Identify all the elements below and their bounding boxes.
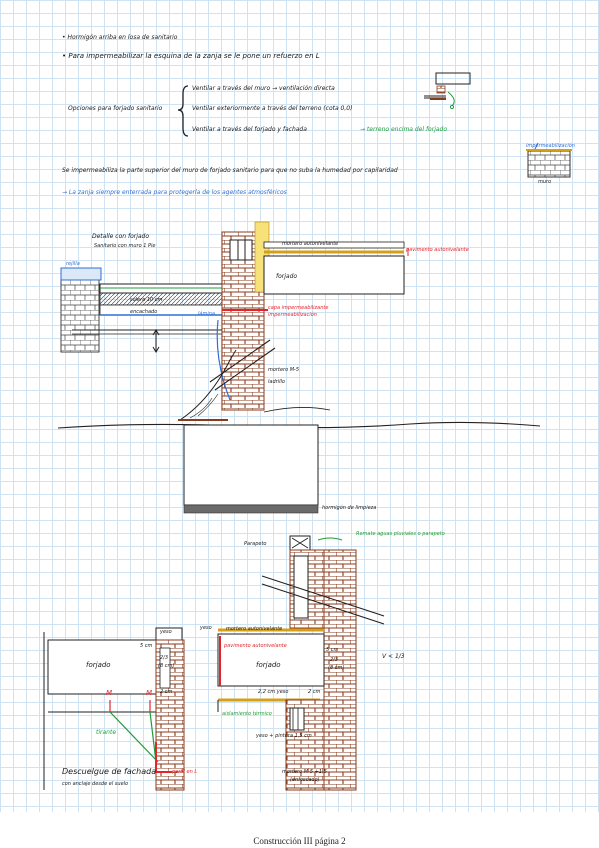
d1-lamina: lámina	[198, 311, 215, 317]
option-3: Ventilar a través del forjado y fachada	[192, 126, 307, 133]
d3-dim-8cm: (8 cm)	[158, 663, 175, 669]
handwritten-drawings	[43, 72, 572, 791]
muro-label: muro	[538, 179, 552, 185]
d2-remate: Remate aguas pluviales o parapeto	[356, 531, 445, 537]
d2-dim-23: 2/3	[330, 657, 339, 663]
d3-dim-5cm: 5 cm	[140, 643, 153, 649]
diagram2-detail	[217, 535, 385, 791]
d3-tirante: tirante	[96, 729, 117, 736]
d3-descuelgue2: con anclaje desde el suelo	[62, 781, 129, 787]
d2-dim-2cm: 2 cm	[308, 689, 321, 695]
d2-pavimento-auto: pavimento autonivelante	[224, 643, 287, 649]
d3-m2: M	[146, 689, 153, 697]
imperm-label: impermeabilización	[526, 143, 575, 149]
d3-yeso: yeso	[160, 629, 172, 635]
option-2: Ventilar exteriormente a través del terr…	[192, 105, 353, 112]
d1-mortero: mortero autonivelante	[282, 241, 339, 247]
d1-title-line2: Sanitario con muro 1 Pie	[94, 243, 156, 249]
d3-dim-2cm: 2 cm	[160, 689, 173, 695]
muro-icon	[526, 142, 572, 178]
d2-enfoscado: (enfoscado)	[290, 777, 320, 783]
options-brace	[177, 85, 189, 137]
small-wall-sketch	[424, 72, 471, 110]
d1-encachado: encachado	[130, 309, 158, 315]
d1-forjado: forjado	[276, 273, 298, 280]
d2-mortero-auto: mortero autonivelante	[226, 626, 283, 632]
d2-forjado: forjado	[256, 661, 281, 669]
d2-aislamiento: aislamiento térmico	[222, 711, 272, 717]
d1-mortero-m5: mortero M-5	[268, 367, 300, 373]
d3-m1: M	[106, 689, 113, 697]
note-line4: → La zanja siempre enterrada para proteg…	[62, 189, 287, 196]
note-line3: Se impermeabiliza la parte superior del …	[62, 167, 398, 174]
options-label: Opciones para forjado sanitario	[68, 105, 163, 112]
d1-rejilla: rejilla	[66, 261, 80, 267]
d3-descuelgue1: Descuelgue de fachada	[62, 767, 157, 776]
d2-dim-5cm: 5 cm	[326, 647, 339, 653]
option-1: Ventilar a través del muro → ventilación…	[192, 85, 335, 92]
d2-mortero-m5: mortero M-5 +1,5	[282, 769, 327, 775]
d2-yeso: yeso	[200, 625, 212, 631]
d2-yeso-pintura: yeso + pintura 1,5 cm	[256, 733, 312, 739]
d1-solera: solera 10 cm	[130, 297, 163, 303]
d1-ladrillo: ladrillo	[268, 379, 285, 385]
d2-v-label: V < 1/3	[382, 653, 405, 660]
note-line1: • Hormigón arriba en losa de sanitario	[62, 34, 178, 41]
diagram3-detail	[43, 627, 185, 791]
d1-hormigon: hormigón de limpieza	[322, 505, 377, 511]
d1-capa2: impermeabilización	[268, 312, 317, 318]
note-line2: • Para impermeabilizar la esquina de la …	[62, 52, 320, 60]
d3-forjado: forjado	[86, 661, 111, 669]
d2-parapeto: Parapeto	[244, 541, 267, 547]
d3-dim-23: 2/3	[160, 655, 169, 661]
d1-pavimento: pavimento autonivelante	[406, 247, 469, 253]
d2-yeso-22: 2,2 cm yeso	[258, 689, 289, 695]
d3-perfil: perfil en L	[172, 769, 198, 775]
diagram1-detail	[57, 221, 541, 514]
page-footer: Construcción III página 2	[253, 836, 346, 846]
d1-capa: capa impermeabilizante	[268, 305, 329, 311]
d2-dim-8cm: (8 cm)	[328, 665, 345, 671]
d1-title-line1: Detalle con forjado	[92, 233, 150, 240]
option-3-extra: → terreno encima del forjado	[360, 126, 448, 133]
